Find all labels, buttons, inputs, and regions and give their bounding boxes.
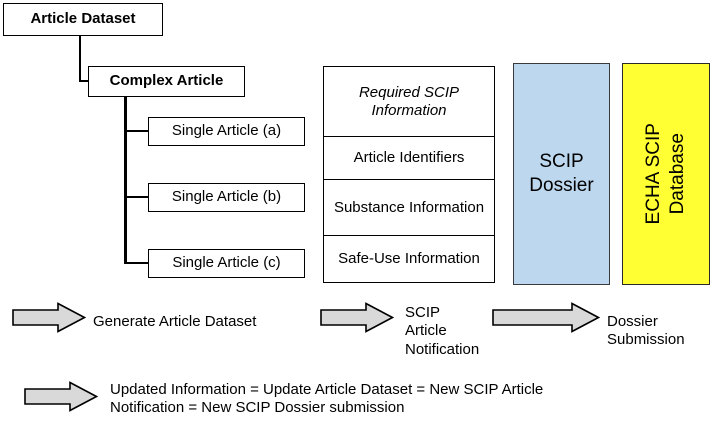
connector-branch-a	[124, 130, 149, 132]
node-single-article-a: Single Article (a)	[148, 117, 305, 146]
label-notify-line3: Notification	[405, 340, 480, 358]
label-notify-line1: SCIP	[405, 304, 441, 321]
node-single-article-b: Single Article (b)	[148, 183, 305, 212]
label-generate-text: Generate Article Dataset	[93, 313, 257, 330]
node-complex-article-label: Complex Article	[109, 72, 224, 90]
table-header-row: Required SCIP Information	[323, 66, 495, 137]
arrow-scip-article-notification	[320, 302, 394, 333]
label-update-line1: Updated Information = Update Article Dat…	[110, 381, 544, 398]
table-cell-safe-use-information: Safe-Use Information	[338, 250, 480, 268]
label-updated-information: Updated Information = Update Article Dat…	[110, 381, 710, 418]
node-complex-article: Complex Article	[88, 66, 245, 97]
box-echa-label-line1: ECHA SCIP	[643, 123, 665, 225]
node-single-article-c-label: Single Article (c)	[172, 254, 281, 272]
label-submit-line1: Dossier	[607, 313, 658, 330]
label-update-line2: Notification = New SCIP Dossier submissi…	[110, 399, 405, 417]
label-generate-article-dataset: Generate Article Dataset	[93, 313, 303, 331]
node-article-dataset-label: Article Dataset	[30, 10, 136, 28]
table-row: Safe-Use Information	[323, 235, 495, 283]
connector-dataset-horizontal	[79, 80, 89, 82]
node-single-article-c: Single Article (c)	[148, 249, 305, 278]
box-echa-label-line2: Database	[667, 133, 688, 215]
box-scip-dossier: SCIP Dossier	[513, 63, 610, 285]
table-row: Substance Information	[323, 179, 495, 236]
connector-complex-trunk	[124, 97, 127, 264]
node-single-article-b-label: Single Article (b)	[171, 188, 282, 206]
scip-requirements-table: Required SCIP Information Article Identi…	[323, 66, 495, 283]
connector-dataset-vertical	[79, 36, 81, 82]
label-dossier-submission: Dossier Submission	[607, 313, 717, 350]
connector-branch-c	[124, 262, 149, 264]
label-scip-article-notification: SCIP Article Notification	[405, 304, 515, 359]
table-cell-article-identifiers: Article Identifiers	[353, 149, 465, 167]
table-header-label: Required SCIP Information	[358, 84, 460, 119]
arrow-generate-article-dataset	[12, 302, 86, 333]
node-single-article-a-label: Single Article (a)	[171, 122, 282, 140]
connector-branch-b	[124, 196, 149, 198]
arrow-updated-information	[24, 381, 98, 412]
table-cell-substance-information: Substance Information	[333, 198, 485, 216]
box-scip-dossier-label: SCIP Dossier	[529, 151, 594, 196]
label-notify-line2: Article	[405, 322, 447, 340]
table-row: Article Identifiers	[323, 136, 495, 180]
arrow-dossier-submission	[492, 302, 600, 333]
node-article-dataset: Article Dataset	[3, 3, 163, 36]
label-submit-line2: Submission	[607, 331, 685, 349]
